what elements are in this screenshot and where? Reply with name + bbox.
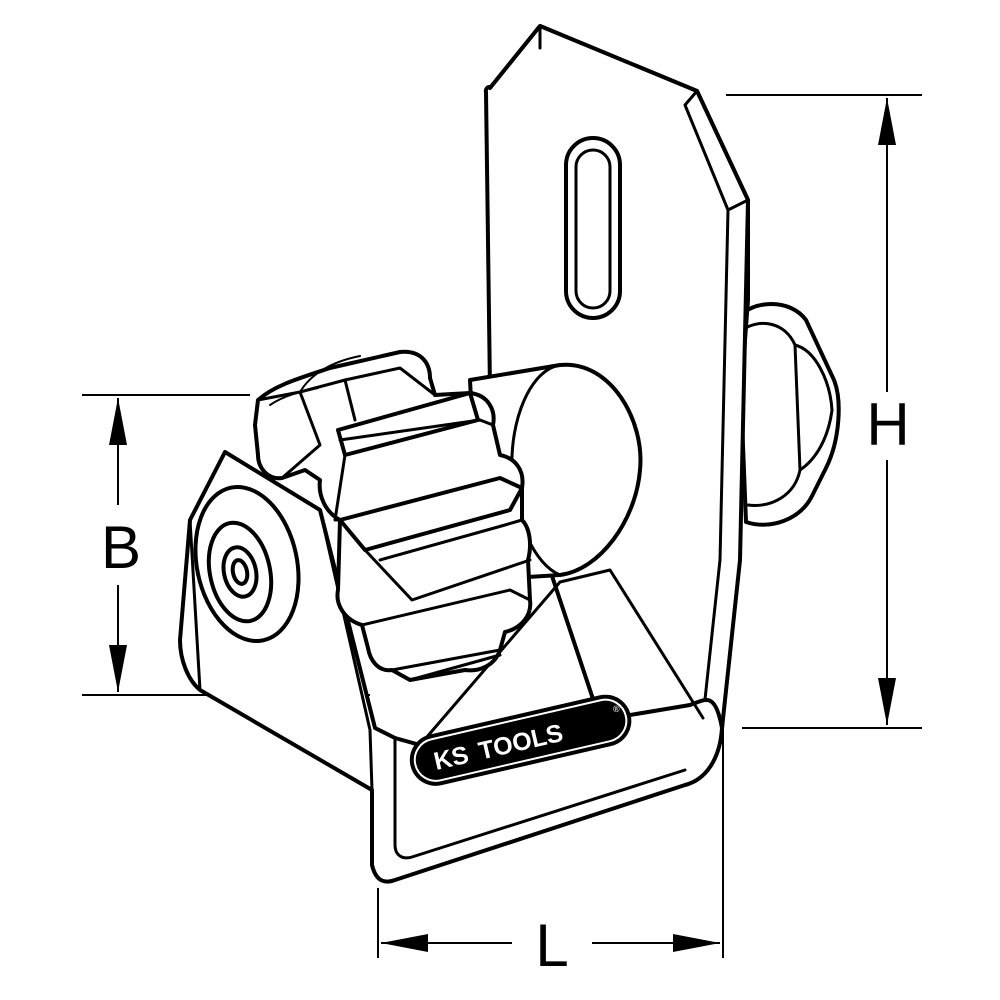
dim-l-right-arrow <box>673 934 720 952</box>
dimension-h <box>726 94 922 729</box>
adjustment-slot <box>564 136 622 320</box>
dimension-l <box>377 728 724 958</box>
logo-registered-mark: ® <box>612 703 621 714</box>
tool-body <box>178 24 841 884</box>
gear-wheel <box>253 349 533 682</box>
length-label: L <box>535 912 568 979</box>
hex-nut <box>736 302 841 527</box>
pivot-bolt <box>193 484 301 644</box>
dim-h-top-arrow <box>878 98 896 145</box>
dim-h-bottom-arrow <box>878 678 896 725</box>
dim-b-bottom-arrow <box>109 645 127 692</box>
dim-b-top-arrow <box>109 398 127 445</box>
height-label: H <box>866 391 909 458</box>
logo-badge <box>409 694 632 786</box>
width-label: B <box>101 514 141 581</box>
brand-logo: KS TOOLS ® <box>409 694 632 786</box>
dim-l-left-arrow <box>381 934 428 952</box>
